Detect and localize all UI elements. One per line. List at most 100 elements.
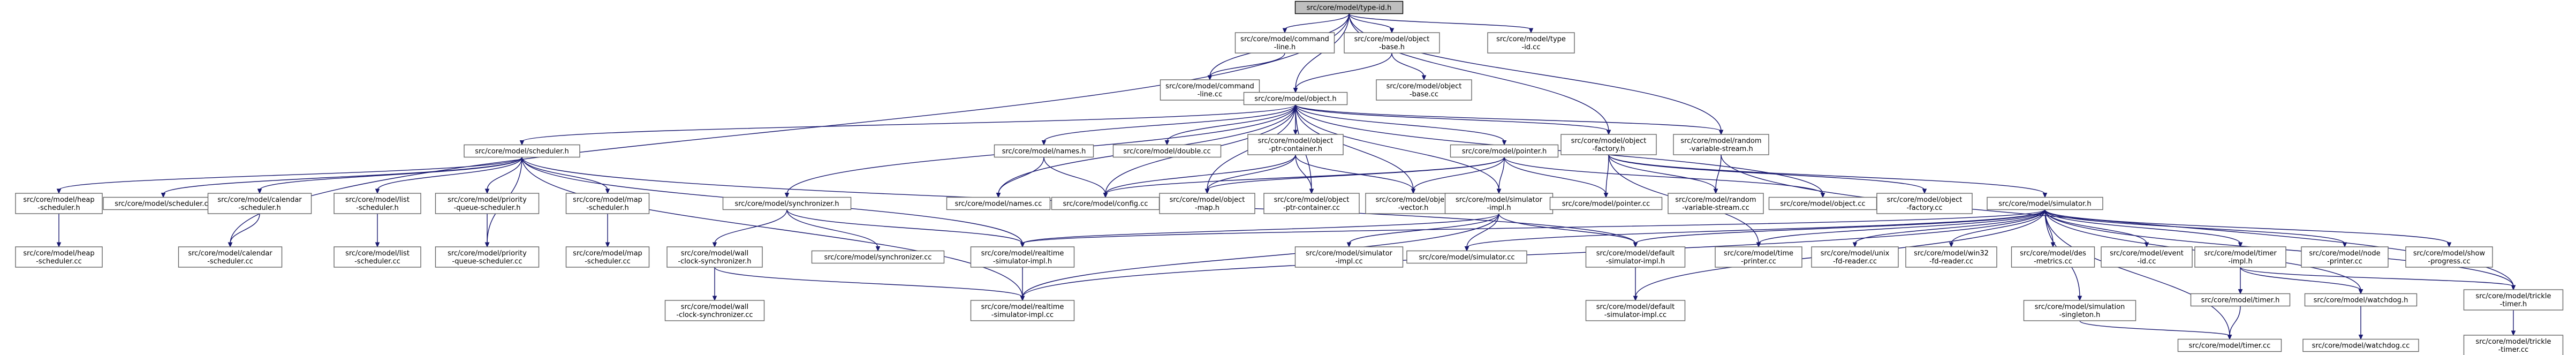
graph-node-pointer-cc[interactable]: src/core/model/pointer.cc [1549,197,1663,210]
graph-node-typeid-cc[interactable]: src/core/model/type-id.cc [1487,32,1575,54]
graph-node-win32-cc[interactable]: src/core/model/win32-fd-reader.cc [1905,246,1997,268]
graph-node-object-cc[interactable]: src/core/model/object.cc [1768,197,1877,210]
graph-node-ptr-container-cc[interactable]: src/core/model/object-ptr-container.cc [1263,193,1360,214]
node-box [2463,289,2564,311]
graph-node-show-cc[interactable]: src/core/model/show-progress.cc [2405,246,2493,268]
node-label: -factory.cc [1906,204,1942,212]
node-label: src/core/model/heap [23,250,94,258]
graph-node-sync-cc[interactable]: src/core/model/synchronizer.cc [811,250,945,264]
graph-node-rt-h[interactable]: src/core/model/realtime-simulator-impl.h [970,246,1075,268]
graph-node-heap-h[interactable]: src/core/model/heap-scheduler.h [15,193,103,214]
graph-node-pq-cc[interactable]: src/core/model/priority-queue-scheduler.… [435,246,540,268]
node-label: src/core/model/unix [1821,250,1890,258]
graph-node-pq-h[interactable]: src/core/model/priority-queue-scheduler.… [435,193,540,214]
graph-node-double-cc[interactable]: src/core/model/double.cc [1112,144,1222,158]
node-box [1243,92,1348,105]
node-box [1549,197,1663,210]
graph-node-watchdog-h[interactable]: src/core/model/watchdog.h [2304,293,2418,307]
graph-node-object-h[interactable]: src/core/model/object.h [1243,92,1348,105]
edge-arrowhead [257,188,262,194]
edge-arrowhead [2446,242,2452,248]
graph-node-names-h[interactable]: src/core/model/names.h [994,144,1094,158]
edge-wall-h-to-rt-cc [714,267,1023,298]
edge-arrowhead [1756,242,1761,248]
graph-node-des-cc[interactable]: src/core/model/des-metrics.cc [2011,246,2095,268]
graph-node-sim-impl-cc[interactable]: src/core/model/simulator-impl.cc [1294,246,1404,268]
edge-arrowhead [228,242,233,248]
graph-node-list-cc[interactable]: src/core/model/list-scheduler.cc [334,246,421,268]
graph-node-pointer-h[interactable]: src/core/model/pointer.h [1450,144,1559,158]
edge-simulator-h-to-show-cc [2044,209,2450,244]
node-label: -map.h [1195,204,1219,212]
node-label: src/core/model/object.h [1254,95,1336,103]
graph-node-sim-impl-h[interactable]: src/core/model/simulator-impl.h [1444,193,1554,214]
node-box [2304,293,2418,307]
edge-arrowhead [605,242,610,248]
edge-sim-impl-h-to-default-h [1498,213,1636,244]
graph-node-sync-h[interactable]: src/core/model/synchronizer.h [722,197,852,210]
graph-node-node-printer-cc[interactable]: src/core/model/node-printer.cc [2301,246,2389,268]
graph-node-ptr-container-h[interactable]: src/core/model/object-ptr-container.h [1247,134,1344,155]
graph-node-simulator-h[interactable]: src/core/model/simulator.h [1987,197,2103,210]
graph-node-wall-cc[interactable]: src/core/model/wall-clock-synchronizer.c… [664,300,765,321]
node-box [1876,193,1973,214]
graph-node-default-h[interactable]: src/core/model/default-simulator-impl.h [1585,246,1686,268]
edge-arrowhead [1528,28,1534,34]
node-box [1159,193,1255,214]
node-box [970,246,1075,268]
graph-node-trickle-cc[interactable]: src/core/model/trickle-timer.cc [2463,335,2564,355]
edge-simulator-h-to-node-printer-cc [2044,209,2345,244]
graph-node-default-cc[interactable]: src/core/model/default-simulator-impl.cc [1585,300,1686,321]
graph-node-rvs-cc[interactable]: src/core/model/random-variable-stream.cc [1668,193,1764,214]
node-box [2301,246,2389,268]
edge-object-h-to-double-cc [1166,104,1296,142]
edge-arrowhead [1852,242,1858,248]
graph-node-time-printer-cc[interactable]: src/core/model/time-printer.cc [1715,246,1802,268]
graph-node-rt-cc[interactable]: src/core/model/realtime-simulator-impl.c… [970,300,1075,321]
graph-node-command-line-cc[interactable]: src/core/model/command-line.cc [1160,79,1260,101]
edge-simulator-h-to-simulator-cc [1466,209,2045,248]
graph-node-timer-impl-h[interactable]: src/core/model/timer-impl.h [2194,246,2286,268]
edge-arrowhead [2342,242,2347,248]
edge-pointer-h-to-object-cc [1504,157,1823,194]
node-box [1450,144,1559,158]
graph-node-factory-cc[interactable]: src/core/model/object-factory.cc [1876,193,1973,214]
graph-node-trickle-h[interactable]: src/core/model/trickle-timer.h [2463,289,2564,311]
graph-node-object-base-cc[interactable]: src/core/model/object-base.cc [1376,79,1472,101]
graph-node-timer-cc[interactable]: src/core/model/timer.cc [2177,338,2282,352]
graph-node-simulator-cc[interactable]: src/core/model/simulator.cc [1406,250,1527,264]
node-label: src/core/model/time [1724,250,1793,258]
node-box [15,246,103,268]
graph-node-config-cc[interactable]: src/core/model/config.cc [1051,197,1160,210]
graph-node-object-base-h[interactable]: src/core/model/object-base.h [1344,32,1440,54]
node-box [2101,246,2193,268]
graph-node-watchdog-cc[interactable]: src/core/model/watchdog.cc [2302,338,2419,352]
graph-node-rvs-h[interactable]: src/core/model/random-variable-stream.h [1673,134,1769,155]
graph-node-timer-h[interactable]: src/core/model/timer.h [2190,293,2291,307]
graph-node-map-h[interactable]: src/core/model/map-scheduler.h [565,193,650,214]
node-label: src/core/model/object [1376,196,1451,204]
graph-node-map-cc[interactable]: src/core/model/map-scheduler.cc [565,246,650,268]
graph-node-object-map-h[interactable]: src/core/model/object-map.h [1159,193,1255,214]
graph-node-command-line-h[interactable]: src/core/model/command-line.h [1234,32,1335,54]
graph-node-calendar-h[interactable]: src/core/model/calendar-scheduler.h [207,193,312,214]
graph-node-calendar-cc[interactable]: src/core/model/calendar-scheduler.cc [178,246,283,268]
edge-arrowhead [2511,285,2516,291]
graph-node-heap-cc[interactable]: src/core/model/heap-scheduler.cc [15,246,103,268]
node-label: src/core/model/object [1571,137,1647,145]
graph-node-list-h[interactable]: src/core/model/list-scheduler.h [334,193,421,214]
node-box [811,250,945,264]
node-box [946,197,1051,210]
graph-node-names-cc[interactable]: src/core/model/names.cc [946,197,1051,210]
graph-node-event-cc[interactable]: src/core/model/event-id.cc [2101,246,2193,268]
graph-node-singleton-h[interactable]: src/core/model/simulation-singleton.h [2023,300,2136,321]
graph-node-factory-h[interactable]: src/core/model/object-factory.h [1560,134,1657,155]
graph-node-wall-h[interactable]: src/core/model/wall-clock-synchronizer.h [666,246,763,268]
graph-node-scheduler-h[interactable]: src/core/model/scheduler.h [464,144,580,158]
node-label: src/core/model/simulator [1306,250,1393,258]
node-label: src/core/model/map [573,196,642,204]
node-box [2011,246,2095,268]
graph-node-scheduler-cc[interactable]: src/core/model/scheduler.cc [103,197,224,210]
node-box [1294,1,1404,14]
graph-node-unix-cc[interactable]: src/core/model/unix-fd-reader.cc [1811,246,1899,268]
